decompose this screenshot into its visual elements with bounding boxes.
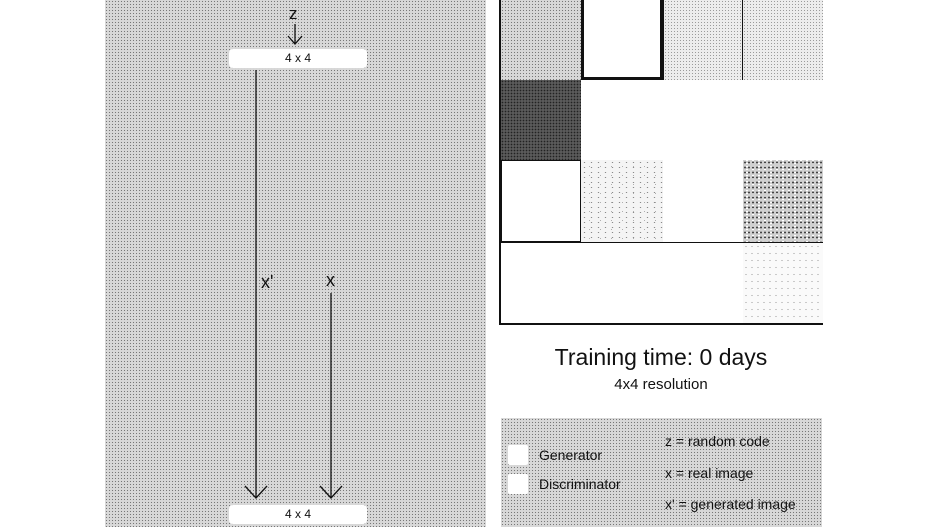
legend-x-prime-definition: x' = generated image [665, 496, 796, 512]
diagram-arrows [244, 24, 343, 499]
image-tile [663, 0, 743, 80]
legend-discriminator-label: Discriminator [539, 476, 621, 492]
image-tile [743, 0, 823, 80]
image-tile [581, 80, 823, 160]
x-label: x [326, 270, 335, 290]
legend-panel: Generator Discriminator z = random code … [501, 418, 822, 527]
x-prime-arrow-head [244, 485, 268, 499]
generated-image-grid [499, 0, 823, 325]
image-tile [743, 242, 823, 323]
image-tile-highlighted [581, 0, 663, 80]
discriminator-swatch [508, 474, 528, 494]
legend-z-definition: z = random code [665, 433, 770, 449]
image-tile [581, 160, 663, 242]
legend-x-definition: x = real image [665, 465, 754, 481]
image-tile [501, 242, 743, 323]
z-label: z [289, 4, 298, 23]
legend-generator-label: Generator [539, 447, 603, 463]
resolution-label: 4x4 resolution [614, 376, 708, 393]
image-tile [663, 160, 743, 242]
discriminator-resolution-box: 4 x 4 [229, 505, 367, 524]
image-tile [501, 0, 581, 80]
x-prime-label: x' [261, 272, 274, 292]
generator-resolution-box: 4 x 4 [229, 49, 367, 68]
image-tile [501, 80, 581, 160]
z-arrow-head [287, 35, 303, 45]
generator-swatch [508, 445, 528, 465]
image-tile [501, 160, 581, 242]
image-tile [743, 160, 823, 242]
network-diagram-panel: z 4 x 4 x' x 4 x 4 [105, 0, 486, 527]
x-arrow-head [319, 485, 343, 499]
training-time-label: Training time: 0 days [554, 344, 768, 370]
